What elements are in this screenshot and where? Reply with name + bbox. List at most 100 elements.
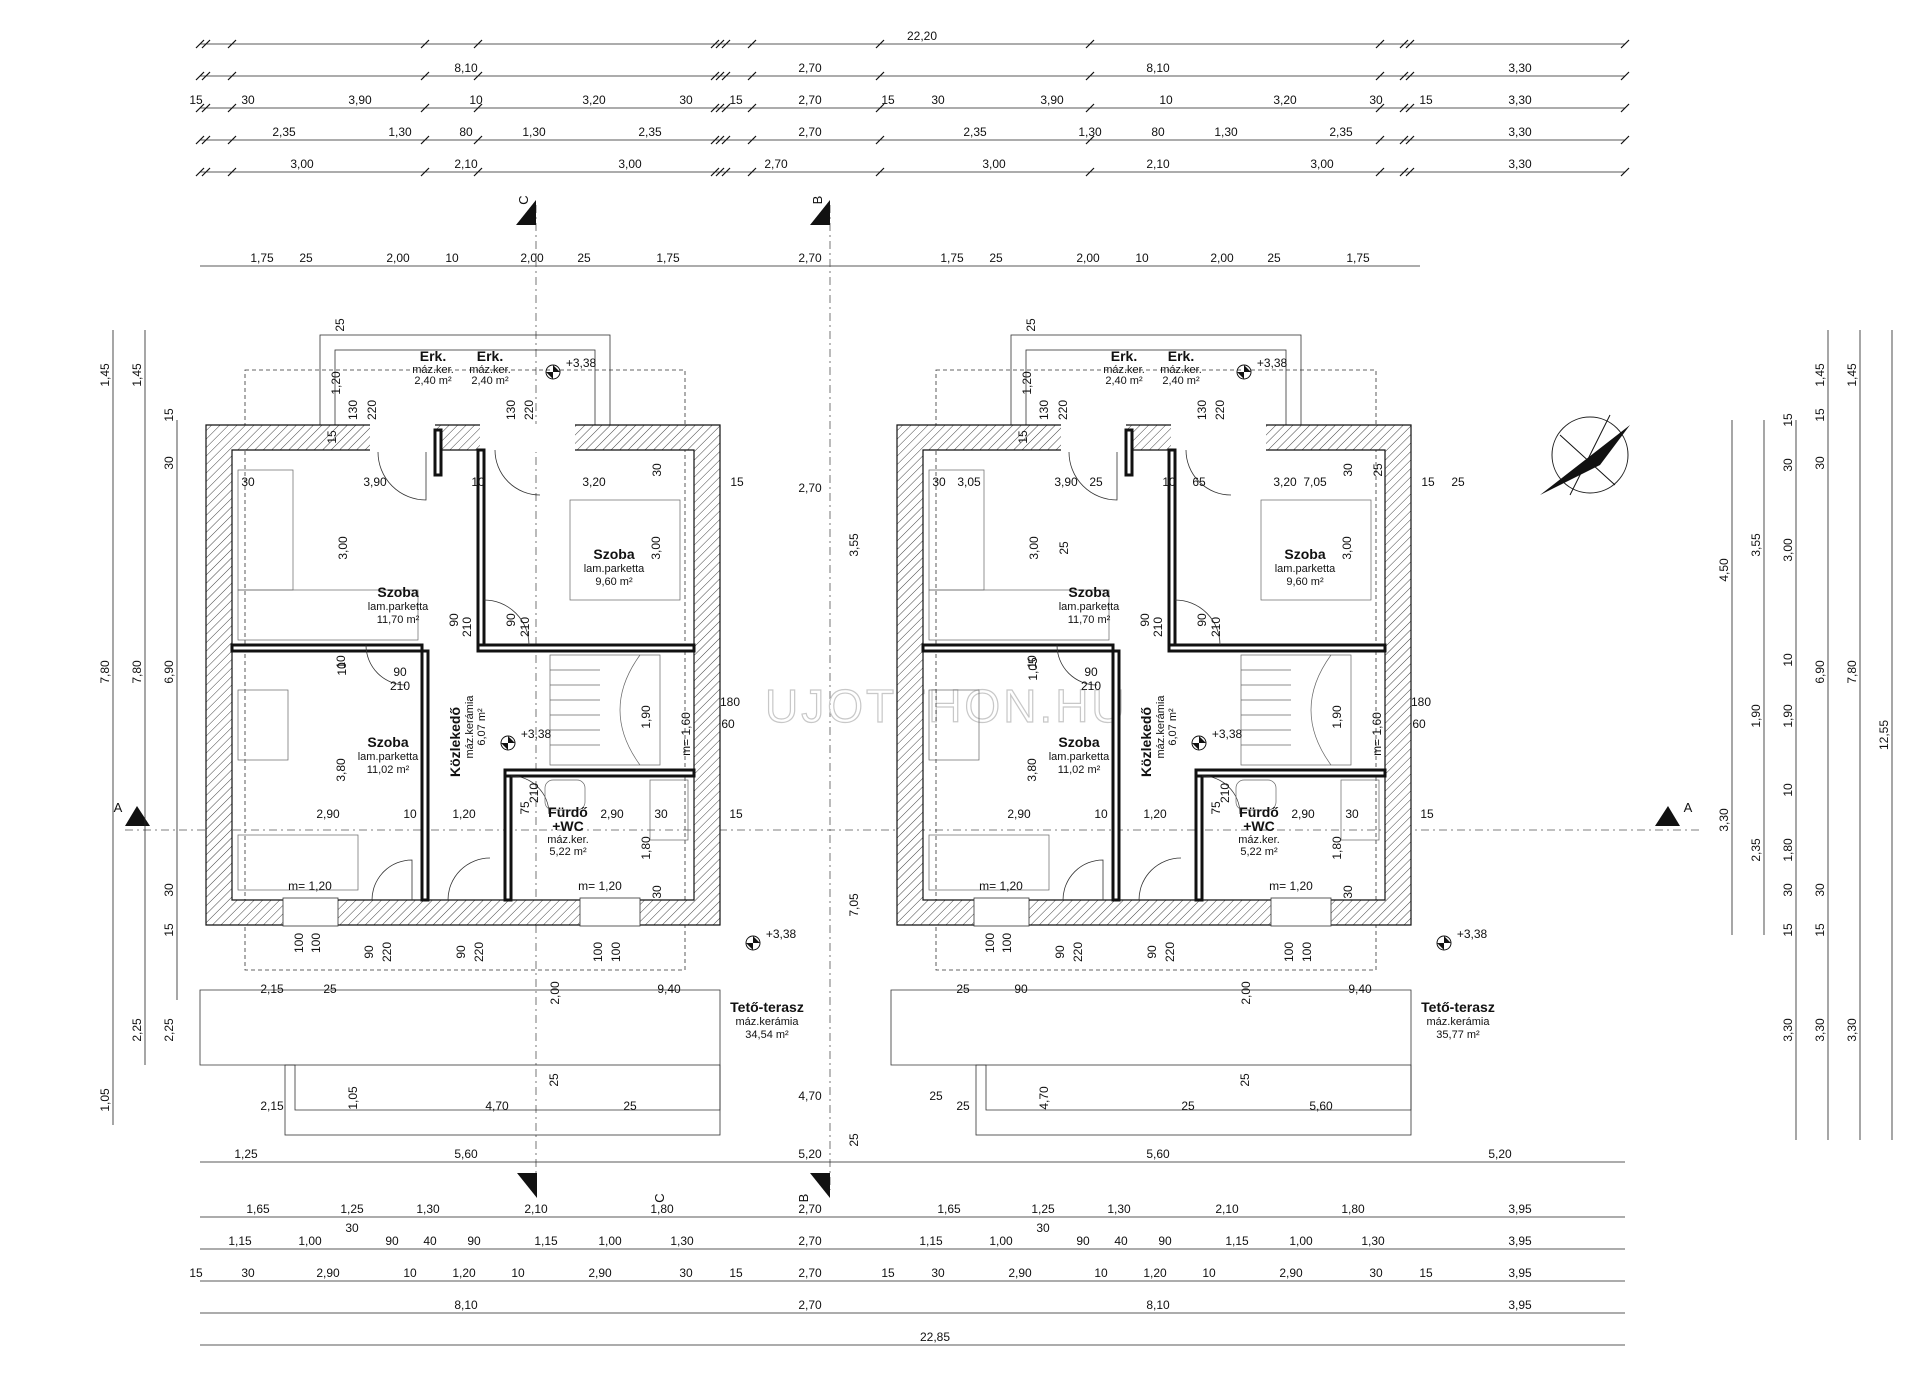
section-arrow-a-right	[1655, 806, 1680, 826]
terrace-outline	[199, 989, 721, 1111]
bathtub-icon	[649, 779, 689, 841]
dim-inner: 130	[346, 400, 360, 420]
room-area: 2,40 m²	[1105, 375, 1143, 387]
dim-inner: 220	[1071, 942, 1085, 962]
dim-bot-r4: 10	[1202, 1266, 1216, 1280]
dim-top-r4: 2,10	[1146, 157, 1170, 171]
dim-bot-r2: 1,25	[340, 1202, 364, 1216]
dim-inner: 3,20	[1273, 475, 1297, 489]
dim-bot-r3: 3,95	[1508, 1234, 1532, 1248]
room-name-erkely: Erk.	[1111, 348, 1137, 364]
door-swing	[1068, 451, 1118, 501]
dim-right: 15	[1781, 413, 1795, 427]
dim-right: 30	[1813, 883, 1827, 897]
dim-inner: 25	[1057, 541, 1071, 555]
dim-inner: 1,05	[346, 1086, 360, 1110]
room-area: 35,77 m²	[1436, 1029, 1480, 1041]
dim-bot-r2: 3,95	[1508, 1202, 1532, 1216]
dim-bot-r2: 1,80	[1341, 1202, 1365, 1216]
dim-right: 3,00	[1781, 538, 1795, 562]
dim-mid: 7,05	[847, 893, 861, 917]
level-label: +3,38	[766, 927, 797, 941]
dim-left: 15	[162, 923, 176, 937]
left-dimension-chains: 1,45 7,80 1,05 1,45 7,80 2,25 15 30 6,90…	[98, 330, 178, 1125]
dim-top-r2: 15	[729, 93, 743, 107]
dim-right: 1,90	[1749, 704, 1763, 728]
dim-inner: m= 1,20	[979, 879, 1023, 893]
section-arrow-a-left	[125, 806, 150, 826]
dim-inner: 10	[1025, 655, 1039, 669]
room-area: 11,70 m²	[377, 614, 420, 626]
dim-inner: 100	[1282, 942, 1296, 962]
dim-top-r5: 1,75	[1346, 251, 1370, 265]
dim-inner: 90	[1084, 665, 1098, 679]
room-name-szoba: Szoba	[377, 584, 418, 600]
dim-top-r4: 3,00	[618, 157, 642, 171]
dim-left: 1,05	[98, 1088, 112, 1112]
room-name-erkely: Erk.	[477, 348, 503, 364]
dim-bot-r3: 90	[467, 1234, 481, 1248]
dim-inner: 90	[1195, 613, 1209, 627]
dim-top-r4: 3,00	[982, 157, 1006, 171]
dim-top-r4: 2,10	[454, 157, 478, 171]
room-material: máz.kerámia	[1155, 695, 1167, 759]
dim-bot-r2: 1,30	[1107, 1202, 1131, 1216]
dim-top-r3: 2,35	[638, 125, 662, 139]
north-arrow-icon	[1540, 414, 1630, 496]
door-swing	[1138, 857, 1182, 901]
dim-bot-r2: 2,70	[798, 1202, 822, 1216]
dim-inner: 90	[393, 665, 407, 679]
door-swing	[1174, 599, 1221, 646]
dim-top-r5: 25	[299, 251, 313, 265]
bed	[569, 499, 681, 601]
dim-bot-r4: 30	[1369, 1266, 1383, 1280]
dim-left: 2,25	[130, 1018, 144, 1042]
room-name-erkely: Erk.	[420, 348, 446, 364]
dim-inner: 100	[983, 933, 997, 953]
room-name-szoba: Szoba	[593, 546, 634, 562]
dim-left: 1,45	[130, 363, 144, 387]
dim-inner: 10	[334, 655, 348, 669]
dim-right: 7,80	[1845, 660, 1859, 684]
dim-bot-r2: 2,10	[1215, 1202, 1239, 1216]
dim-right: 30	[1781, 458, 1795, 472]
dim-inner: 1,90	[1330, 705, 1344, 729]
dim-right: 6,90	[1813, 660, 1827, 684]
dim-inner: 100	[309, 933, 323, 953]
dim-inner: 25	[1238, 1073, 1252, 1087]
room-material: lam.parketta	[1049, 751, 1110, 763]
dim-top-r2: 3,90	[348, 93, 372, 107]
room-name-erkely: Erk.	[1168, 348, 1194, 364]
dim-inner: 2,90	[1291, 807, 1315, 821]
dim-inner: 220	[380, 942, 394, 962]
room-name-furdo: Fürdő	[548, 804, 588, 820]
dim-inner: 25	[623, 1099, 637, 1113]
dim-bot-r4: 30	[241, 1266, 255, 1280]
middle-strip: 3,55 7,05 25 2,70 4,70 25	[798, 481, 943, 1147]
dim-inner: 30	[1341, 463, 1355, 477]
dim-top-r2: 10	[1159, 93, 1173, 107]
dim-inner: 210	[518, 617, 532, 637]
dim-inner: 100	[1300, 942, 1314, 962]
dim-right: 15	[1813, 923, 1827, 937]
dim-bot-r4: 3,95	[1508, 1266, 1532, 1280]
door-swing	[377, 451, 427, 501]
toilet-icon	[1235, 779, 1277, 811]
door-swing	[365, 644, 407, 686]
dim-bot-r3: 40	[423, 1234, 437, 1248]
terrace-parapet	[975, 1064, 1412, 1136]
room-material: máz.kerámia	[1427, 1016, 1491, 1028]
dim-left: 1,45	[98, 363, 112, 387]
level-label: +3,38	[1212, 727, 1243, 741]
interior-wall	[476, 643, 696, 653]
room-name-szoba: Szoba	[1284, 546, 1325, 562]
dim-inner: 25	[323, 982, 337, 996]
dim-inner: 10	[335, 662, 349, 676]
dim-bot-r3: 2,70	[798, 1234, 822, 1248]
door-swing	[510, 775, 550, 815]
room-material: máz.ker.	[1103, 364, 1145, 376]
interior-wall	[420, 649, 430, 902]
dim-inner: 4,70	[485, 1099, 509, 1113]
dim-right: 3,30	[1781, 1018, 1795, 1042]
